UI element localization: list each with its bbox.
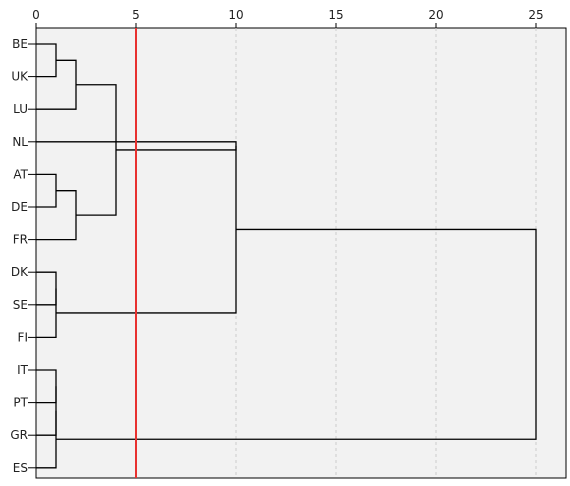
leaf-label-dk: DK bbox=[11, 265, 29, 279]
leaf-label-be: BE bbox=[12, 37, 28, 51]
leaf-label-gr: GR bbox=[10, 428, 28, 442]
link-c9 bbox=[56, 145, 237, 314]
leaf-label-es: ES bbox=[13, 461, 28, 475]
leaf-label-uk: UK bbox=[11, 70, 29, 84]
leaf-label-nl: NL bbox=[12, 135, 28, 149]
leaf-label-fi: FI bbox=[18, 330, 28, 344]
link-c13 bbox=[56, 228, 537, 440]
leaf-label-lu: LU bbox=[13, 102, 28, 116]
x-tick-label-5: 5 bbox=[132, 8, 140, 22]
leaf-label-it: IT bbox=[17, 363, 29, 377]
leaf-label-pt: PT bbox=[13, 396, 28, 410]
plot-background bbox=[35, 27, 567, 479]
link-c8 bbox=[36, 288, 57, 339]
leaf-label-at: AT bbox=[13, 167, 28, 181]
x-tick-label-10: 10 bbox=[228, 8, 243, 22]
x-tick-label-25: 25 bbox=[528, 8, 543, 22]
leaf-label-fr: FR bbox=[13, 233, 28, 247]
leaf-label-se: SE bbox=[13, 298, 28, 312]
x-tick-label-20: 20 bbox=[428, 8, 443, 22]
x-tick-label-15: 15 bbox=[328, 8, 343, 22]
x-tick-label-0: 0 bbox=[32, 8, 40, 22]
leaf-label-de: DE bbox=[11, 200, 28, 214]
link-c12 bbox=[36, 410, 57, 469]
